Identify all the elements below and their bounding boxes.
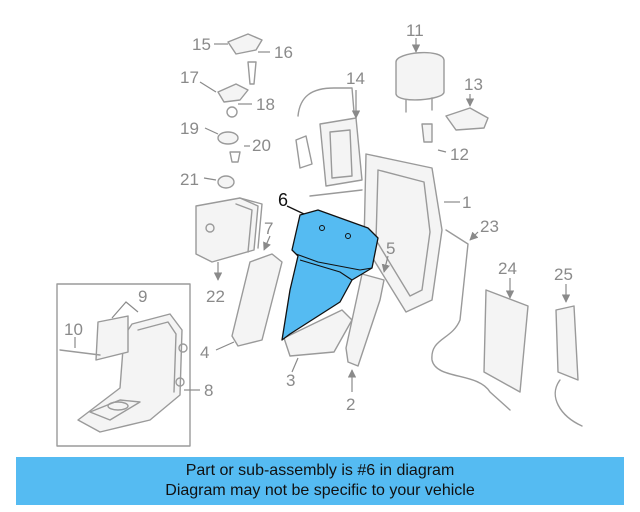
callout-8: 8 bbox=[204, 381, 213, 400]
part-24-shape bbox=[483, 278, 529, 393]
callout-6: 6 bbox=[278, 190, 288, 210]
callout-1: 1 bbox=[462, 193, 471, 212]
callout-15: 15 bbox=[192, 35, 211, 54]
callout-16: 16 bbox=[274, 43, 293, 62]
callout-10: 10 bbox=[64, 320, 83, 339]
callout-23: 23 bbox=[480, 217, 499, 236]
part-17-shape bbox=[217, 83, 249, 103]
callout-20: 20 bbox=[252, 136, 271, 155]
callout-22: 22 bbox=[206, 287, 225, 306]
info-banner: Part or sub-assembly is #6 in diagram Di… bbox=[16, 457, 624, 505]
part-25-shape bbox=[554, 284, 583, 427]
part-7-shape bbox=[231, 235, 283, 347]
part-16-shape bbox=[247, 61, 257, 85]
callout-12: 12 bbox=[450, 145, 469, 164]
inset-box bbox=[56, 283, 200, 447]
callout-5: 5 bbox=[386, 239, 395, 258]
part-13-shape bbox=[445, 94, 489, 131]
callout-13: 13 bbox=[464, 75, 483, 94]
part-22-shape bbox=[195, 197, 263, 281]
callout-7: 7 bbox=[264, 219, 273, 238]
part-14-shape bbox=[295, 87, 363, 197]
callout-17: 17 bbox=[180, 68, 199, 87]
rod-10 bbox=[59, 337, 101, 356]
callout-21: 21 bbox=[180, 170, 199, 189]
part-12-shape bbox=[421, 123, 447, 153]
callout-14: 14 bbox=[346, 69, 365, 88]
part-3-shape bbox=[283, 309, 353, 373]
part-18-shape bbox=[226, 106, 238, 118]
part-5-shape bbox=[345, 255, 390, 367]
part-6-highlighted-cover bbox=[281, 205, 379, 341]
armrest-assembly bbox=[77, 313, 188, 433]
part-21-shape bbox=[217, 175, 235, 189]
callout-4: 4 bbox=[200, 343, 209, 362]
part-20-shape bbox=[229, 151, 241, 163]
callout-19: 19 bbox=[180, 119, 199, 138]
part-15-shape bbox=[227, 33, 263, 55]
parts-diagram: 15 16 17 18 19 20 21 22 14 11 13 12 1 23… bbox=[56, 21, 583, 447]
part-4-leader bbox=[215, 341, 235, 351]
callout-2: 2 bbox=[346, 395, 355, 414]
banner-line-2: Diagram may not be specific to your vehi… bbox=[165, 482, 475, 499]
callout-24: 24 bbox=[498, 259, 517, 278]
cover-panel-9 bbox=[95, 301, 139, 361]
callout-3: 3 bbox=[286, 371, 295, 390]
part-19-shape bbox=[217, 131, 239, 145]
part-11-shape bbox=[395, 38, 445, 113]
banner-line-1: Part or sub-assembly is #6 in diagram bbox=[185, 462, 455, 479]
small-parts-group bbox=[199, 33, 270, 189]
callout-18: 18 bbox=[256, 95, 275, 114]
callout-9: 9 bbox=[138, 287, 147, 306]
callout-11: 11 bbox=[406, 21, 424, 40]
part-23-shape bbox=[431, 229, 511, 411]
callout-25: 25 bbox=[554, 265, 573, 284]
